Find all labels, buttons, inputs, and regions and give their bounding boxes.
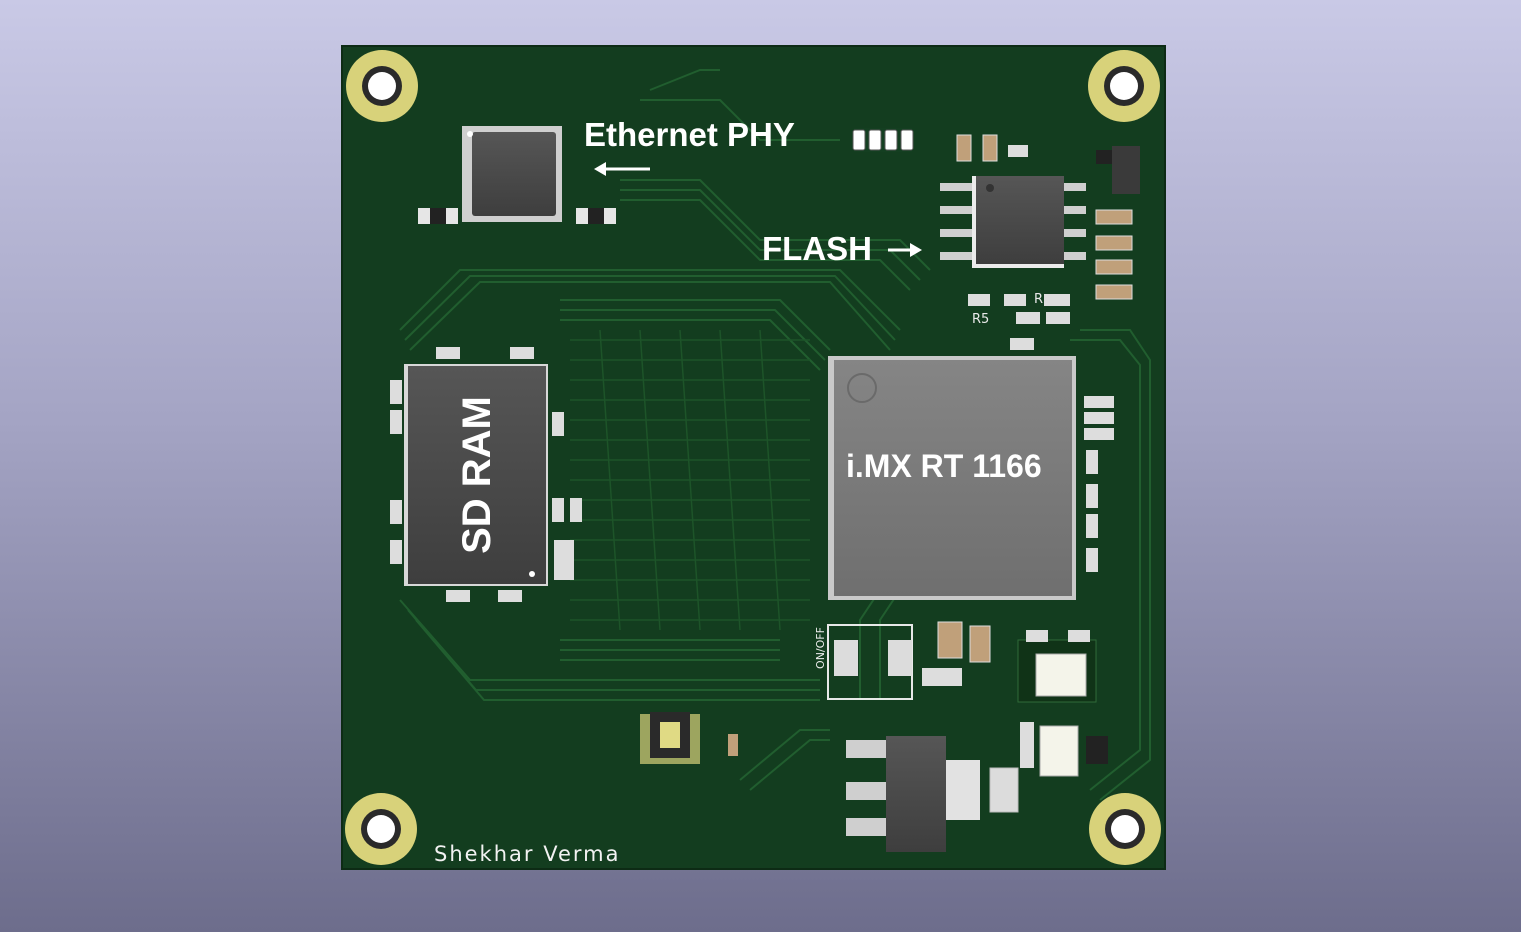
arrow-left-icon	[594, 162, 650, 176]
crystal-oscillator	[1017, 630, 1097, 703]
mounting-hole-bottom-right	[1089, 793, 1161, 865]
mounting-hole-top-right	[1088, 50, 1160, 122]
sdram-chip	[404, 364, 548, 586]
trace-grid	[570, 329, 810, 631]
sdram-label: SD RAM	[455, 396, 499, 554]
flash-label: FLASH	[762, 230, 872, 267]
mounting-hole-bottom-left	[345, 793, 417, 865]
copper-traces	[399, 69, 1151, 801]
voltage-regulator	[846, 736, 1019, 852]
flash-chip	[940, 176, 1086, 268]
resistor-label-r5: R5	[972, 312, 990, 327]
arrow-right-icon	[888, 243, 922, 257]
mcu-chip	[828, 356, 1076, 600]
mcu-passives	[1084, 396, 1114, 572]
flash-passives	[852, 128, 1140, 350]
small-ic	[640, 712, 738, 764]
ethernet-phy-chip	[462, 126, 562, 222]
mcu-label: i.MX RT 1166	[846, 448, 1042, 484]
ethernet-phy-label: Ethernet PHY	[584, 116, 795, 153]
switch-label: ON/OFF	[814, 627, 827, 669]
author-silkscreen: Shekhar Verma	[434, 842, 621, 866]
passives-lower-right	[922, 621, 1108, 777]
resistor-label-r: R	[1034, 292, 1044, 307]
ethernet-capacitors	[418, 208, 616, 224]
power-switch	[827, 624, 913, 700]
sdram-passives	[390, 347, 582, 602]
mounting-hole-top-left	[346, 50, 418, 122]
